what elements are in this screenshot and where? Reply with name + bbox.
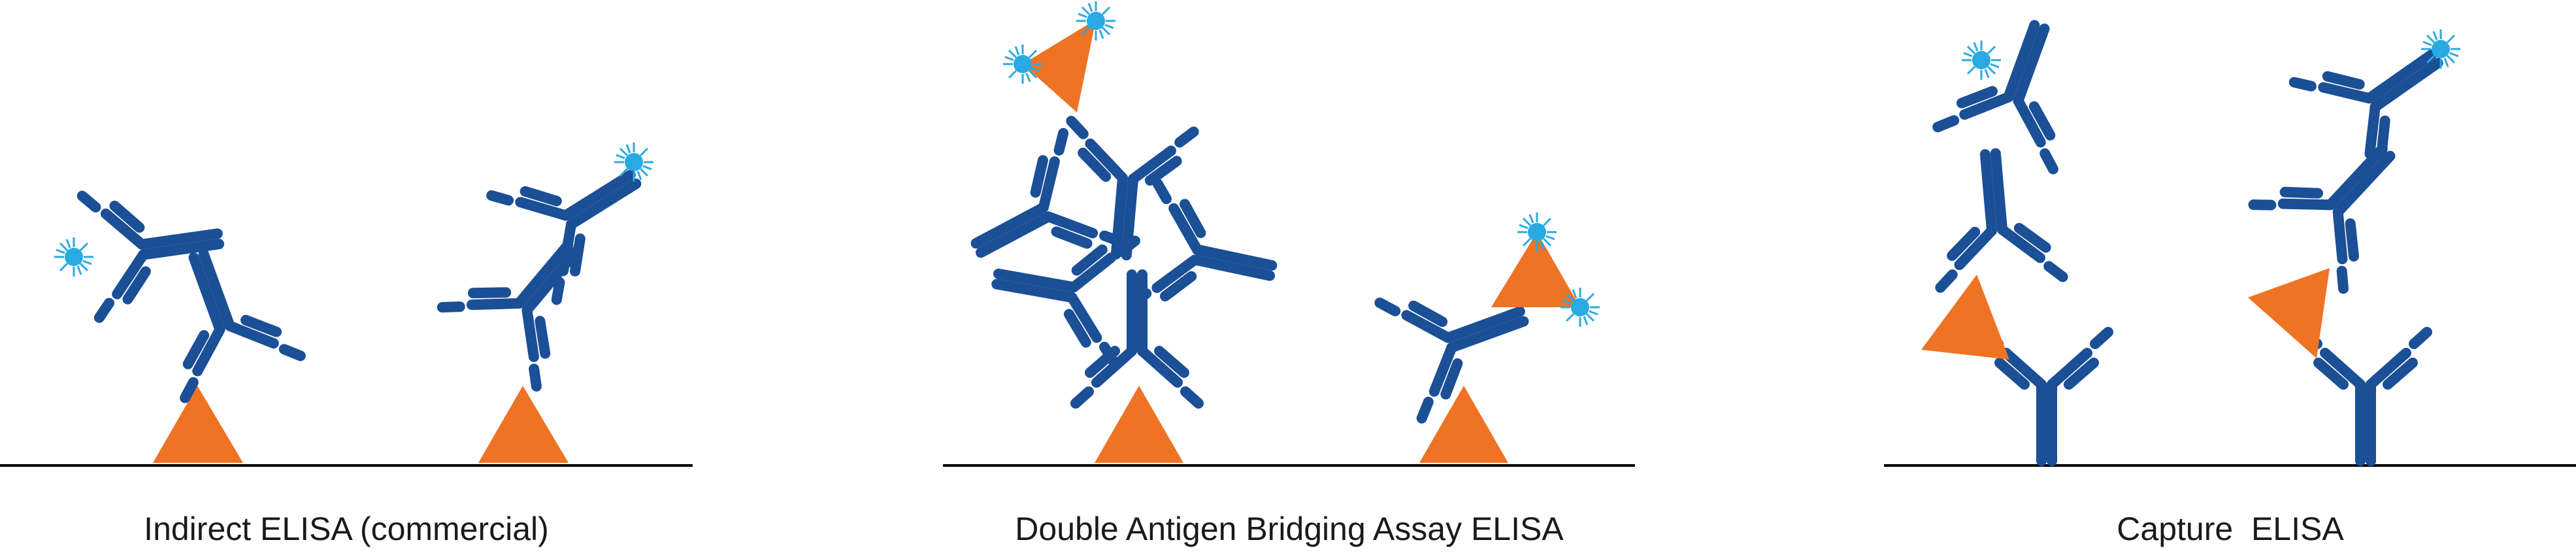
antigen-icon (1095, 386, 1183, 463)
detection-label-icon (1075, 0, 1117, 42)
antigen-icon (478, 386, 569, 463)
antigen-icon (1023, 20, 1096, 112)
antigen-icon (153, 386, 243, 463)
antibody-icon (2254, 110, 2432, 288)
caption-capture-elisa: Capture ELISA (2117, 511, 2344, 547)
caption-bridging-elisa: Double Antigen Bridging Assay ELISA (1015, 511, 1564, 547)
detection-label-icon (53, 236, 95, 278)
antibody-icon (491, 127, 666, 300)
detection-label-icon (1960, 39, 2002, 81)
caption-indirect-elisa: Indirect ELISA (commercial) (144, 511, 549, 547)
antibody-icon (1929, 148, 2062, 288)
detection-label-icon (2420, 28, 2462, 70)
antigen-icon (1491, 232, 1580, 307)
detection-label-icon (1559, 286, 1601, 328)
detection-label-icon (1002, 43, 1044, 85)
panel-capture-elisa (1884, 6, 2576, 467)
antigen-icon (2248, 268, 2330, 358)
antigen-icon (1419, 386, 1508, 463)
antibody-icon (1938, 6, 2097, 169)
antibody-icon (141, 235, 301, 397)
antigen-icon (1921, 275, 2009, 360)
antibody-icon (1132, 184, 1283, 331)
antibody-icon (2304, 332, 2427, 461)
detection-label-icon (613, 141, 655, 183)
panel-indirect-elisa (0, 127, 693, 467)
panel-bridging-elisa (943, 0, 1635, 467)
detection-label-icon (1516, 211, 1558, 253)
antibody-icon (442, 209, 619, 386)
antibody-icon (2294, 8, 2470, 183)
